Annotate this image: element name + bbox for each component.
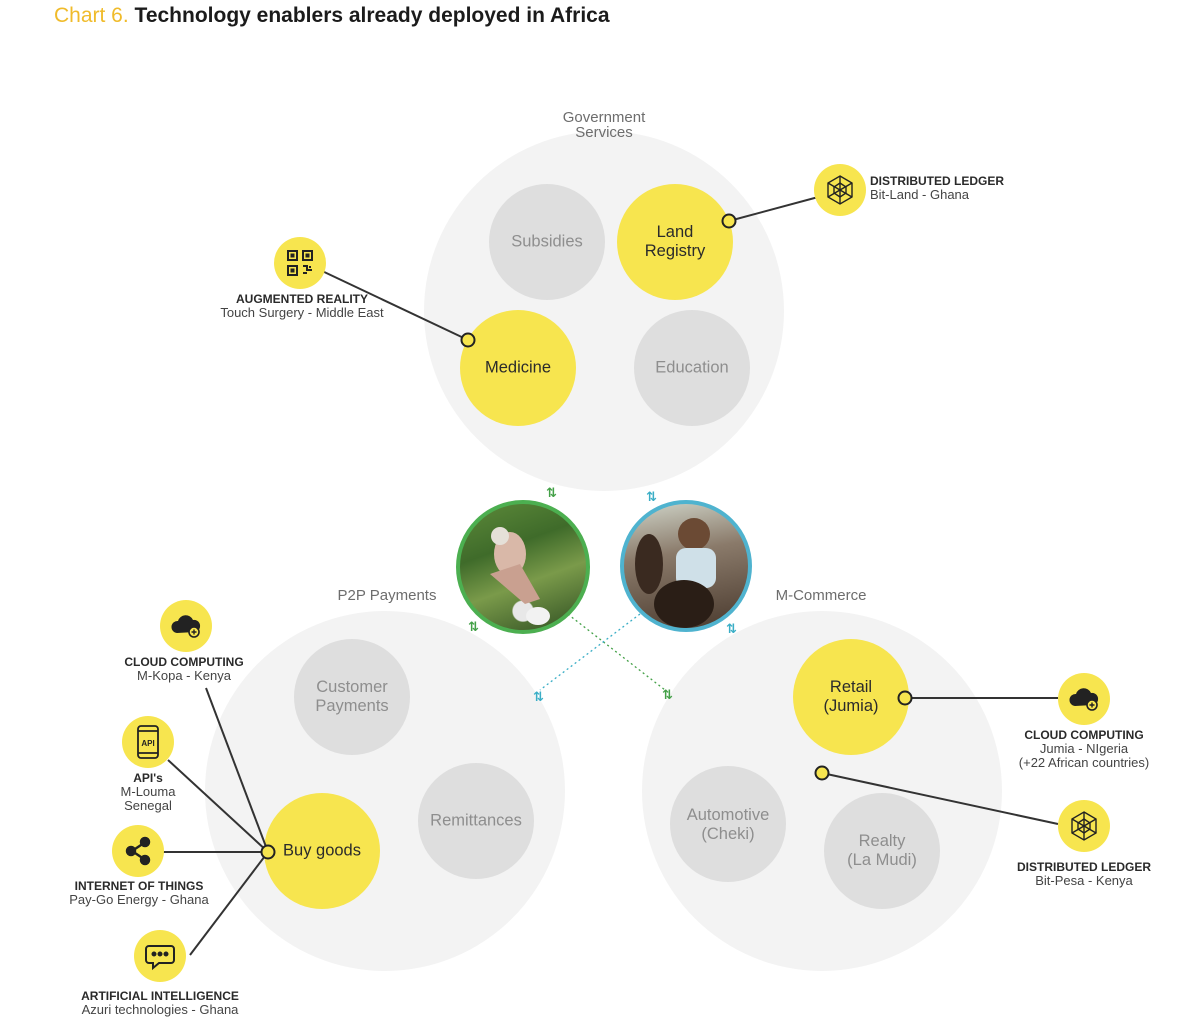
ai-connector (189, 851, 269, 956)
distributed-ledger-icon (1058, 800, 1110, 852)
education-label: Education (655, 358, 729, 377)
buy-goods-label: Buy goods (283, 841, 361, 860)
cloud-nigeria-label: CLOUD COMPUTING Jumia - NIgeria (+22 Afr… (1004, 728, 1164, 770)
customer-payments-line2: Payments (315, 697, 389, 715)
realty-dl-connector (821, 772, 1059, 825)
chart-title: Chart 6. Technology enablers already dep… (54, 4, 610, 28)
ai-sub: Azuri technologies - Ghana (81, 1002, 239, 1017)
land-registry-label: Land Registry (645, 223, 706, 261)
api-label: API's M-Louma Senegal (98, 771, 198, 813)
iot-sub: Pay-Go Energy - Ghana (69, 892, 209, 907)
realty-line1: Realty (858, 832, 906, 850)
realty-node (824, 793, 940, 909)
dl-kenya-label: DISTRIBUTED LEDGER Bit-Pesa - Kenya (1004, 860, 1164, 888)
government-label-line1: Government (562, 109, 646, 126)
government-cluster-label: Government Services (544, 110, 664, 140)
cloud-icon (160, 600, 212, 652)
share-icon (112, 825, 164, 877)
iot-label: INTERNET OF THINGS Pay-Go Energy - Ghana (59, 879, 219, 907)
realty-dot (814, 765, 830, 781)
subsidies-node (489, 184, 605, 300)
swap-arrow-green: ⇅ (546, 485, 557, 500)
teal-dotted-connector (539, 613, 641, 691)
land-registry-line1: Land (656, 223, 694, 241)
hair-braiding-photo (620, 500, 752, 632)
swap-arrow-teal: ⇅ (726, 621, 737, 636)
chat-bubble-icon (134, 930, 186, 982)
swap-arrow-green: ⇅ (662, 687, 673, 702)
automotive-node (670, 766, 786, 882)
medicine-label: Medicine (484, 358, 552, 377)
dl-kenya-sub: Bit-Pesa - Kenya (1035, 873, 1133, 888)
retail-line2: (Jumia) (823, 697, 879, 715)
customer-payments-line1: Customer (316, 678, 388, 696)
green-dotted-connector (559, 607, 666, 691)
swap-arrow-green: ⇅ (468, 619, 479, 634)
distributed-ledger-icon (814, 164, 866, 216)
swap-arrow-teal: ⇅ (533, 689, 544, 704)
medicine-dot (460, 332, 476, 348)
dl-ghana-label: DISTRIBUTED LEDGER Bit-Land - Ghana (870, 174, 1004, 202)
api-title: API's (133, 771, 163, 785)
svg-text:API: API (141, 739, 154, 748)
cloud-kenya-connector (205, 687, 269, 853)
cloud-nigeria-title: CLOUD COMPUTING (1024, 728, 1144, 742)
ar-title: AUGMENTED REALITY (236, 292, 368, 306)
education-node (634, 310, 750, 426)
dl-kenya-title: DISTRIBUTED LEDGER (1016, 860, 1151, 874)
qr-code-icon (274, 237, 326, 289)
p2p-cluster-label: P2P Payments (337, 587, 437, 604)
chart-number: Chart 6. (54, 4, 129, 27)
farmer-photo (456, 500, 590, 634)
ai-label: ARTIFICIAL INTELLIGENCE Azuri technologi… (70, 989, 250, 1017)
remittances-label: Remittances (430, 811, 522, 830)
retail-line1: Retail (829, 678, 873, 696)
cloud-icon (1058, 673, 1110, 725)
retail-dot (897, 690, 913, 706)
land-registry-dot (721, 213, 737, 229)
buy-goods-node (264, 793, 380, 909)
cloud-kenya-label: CLOUD COMPUTING M-Kopa - Kenya (104, 655, 264, 683)
remittances-node (418, 763, 534, 879)
chart-heading: Technology enablers already deployed in … (134, 4, 610, 27)
realty-label: Realty (La Mudi) (847, 832, 917, 870)
retail-label: Retail (Jumia) (823, 678, 878, 716)
api-phone-icon: API (122, 716, 174, 768)
buy-goods-dot (260, 844, 276, 860)
cloud-kenya-sub: M-Kopa - Kenya (137, 668, 231, 683)
dl-ghana-sub: Bit-Land - Ghana (870, 187, 970, 202)
swap-arrow-teal: ⇅ (646, 489, 657, 504)
government-cluster-bg (424, 131, 784, 491)
api-connector (167, 759, 269, 853)
medicine-connector (319, 269, 469, 341)
cloud-nigeria-sub-line2: (+22 African countries) (1018, 755, 1150, 770)
subsidies-label: Subsidies (511, 232, 583, 251)
mcommerce-cluster-label: M-Commerce (775, 587, 867, 604)
ar-sub: Touch Surgery - Middle East (220, 305, 384, 320)
api-sub-line1: M-Louma (120, 784, 176, 799)
retail-node (793, 639, 909, 755)
api-sub-line2: Senegal (124, 798, 172, 813)
ar-label: AUGMENTED REALITY Touch Surgery - Middle… (202, 292, 402, 320)
government-label-line2: Services (575, 124, 633, 141)
customer-payments-label: Customer Payments (315, 678, 388, 716)
cloud-nigeria-sub-line1: Jumia - NIgeria (1039, 741, 1129, 756)
medicine-node (460, 310, 576, 426)
automotive-line2: (Cheki) (701, 825, 755, 843)
dl-ghana-title: DISTRIBUTED LEDGER (870, 174, 1005, 188)
automotive-label: Automotive (Cheki) (687, 806, 770, 844)
automotive-line1: Automotive (686, 806, 770, 824)
land-registry-connector (728, 195, 823, 222)
cloud-kenya-title: CLOUD COMPUTING (124, 655, 244, 669)
realty-line2: (La Mudi) (847, 851, 917, 869)
ai-title: ARTIFICIAL INTELLIGENCE (81, 989, 239, 1003)
land-registry-node (617, 184, 733, 300)
customer-payments-node (294, 639, 410, 755)
land-registry-line2: Registry (644, 242, 706, 260)
iot-title: INTERNET OF THINGS (74, 879, 204, 893)
